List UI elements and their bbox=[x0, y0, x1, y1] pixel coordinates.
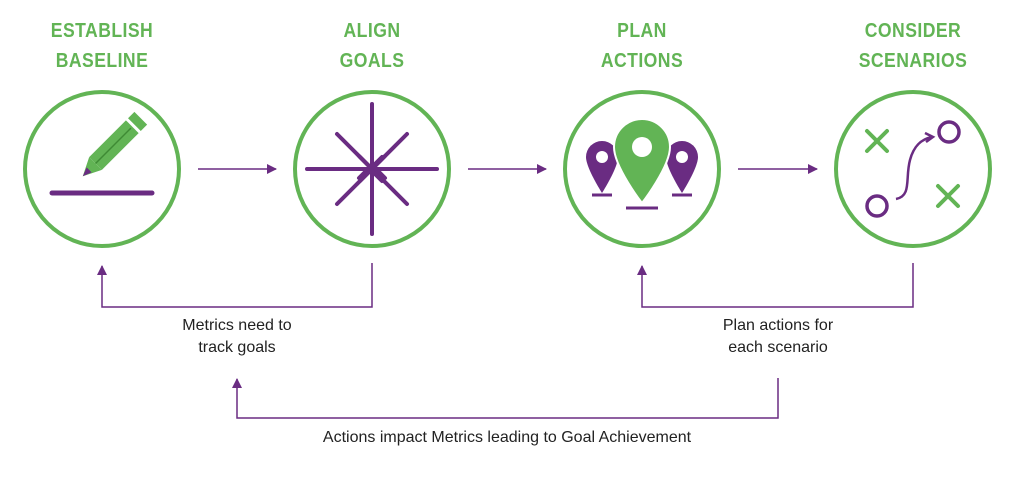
loop-scenarios-to-actions bbox=[637, 263, 914, 308]
loop-label-line2: each scenario bbox=[728, 339, 828, 356]
loop-label-line2: track goals bbox=[198, 339, 276, 356]
loop-label-goal-achievement: Actions impact Metrics leading to Goal A… bbox=[207, 427, 807, 449]
loop-label-line1: Metrics need to bbox=[182, 317, 292, 334]
stage-title-line1: ALIGN bbox=[343, 20, 401, 42]
stage-title-line2: SCENARIOS bbox=[858, 50, 968, 72]
stage-title-align-goals: ALIGN GOALS bbox=[284, 16, 460, 76]
loop-label-metrics: Metrics need to track goals bbox=[137, 315, 337, 359]
stage-title-line2: GOALS bbox=[339, 50, 405, 72]
strategy-play-icon bbox=[865, 120, 961, 218]
loop-goals-to-baseline bbox=[97, 263, 373, 308]
stage-title-line2: ACTIONS bbox=[600, 50, 684, 72]
stage-title-line1: CONSIDER bbox=[864, 20, 962, 42]
stage-title-line1: PLAN bbox=[617, 20, 667, 42]
stage-title-line2: BASELINE bbox=[55, 50, 149, 72]
pencil-icon bbox=[49, 111, 155, 196]
stage-title-consider-scenarios: CONSIDER SCENARIOS bbox=[825, 16, 1001, 76]
converging-arrows-icon bbox=[305, 102, 439, 236]
stage-title-line1: ESTABLISH bbox=[50, 20, 154, 42]
loop-label-line1: Actions impact Metrics leading to Goal A… bbox=[322, 429, 692, 446]
stage-circle-consider-scenarios bbox=[834, 90, 992, 248]
map-pins-icon bbox=[586, 117, 698, 210]
loop-actions-to-metrics bbox=[232, 378, 779, 419]
loop-label-plan-actions: Plan actions for each scenario bbox=[678, 315, 878, 359]
loop-label-line1: Plan actions for bbox=[722, 317, 834, 334]
stage-title-plan-actions: PLAN ACTIONS bbox=[554, 16, 730, 76]
stage-title-establish-baseline: ESTABLISH BASELINE bbox=[14, 16, 190, 76]
